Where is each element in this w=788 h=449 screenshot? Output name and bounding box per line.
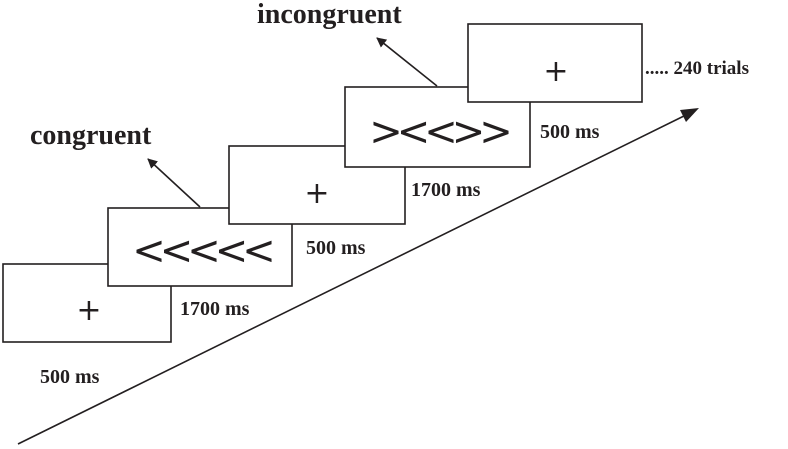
time-axis-arrowhead (680, 108, 699, 122)
congruent-pointer-arrow (147, 158, 201, 208)
incongruent-pointer-arrow (376, 37, 438, 87)
frame-3-duration: 500 ms (306, 237, 366, 259)
frame-5-stimulus: + (543, 54, 568, 89)
frame-1-stimulus: + (76, 293, 101, 328)
frame-4-duration: 1700 ms (411, 179, 481, 201)
frame-4-stimulus: ><<>> (369, 109, 509, 155)
frame-1-duration: 500 ms (40, 366, 100, 388)
frame-2-stimulus: <<<<< (132, 228, 272, 274)
incongruent-label: incongruent (257, 0, 402, 30)
congruent-label: congruent (30, 120, 152, 151)
frame-5-fixation (467, 23, 643, 103)
trials-note: ..... 240 trials (645, 58, 749, 79)
time-axis-line (17, 113, 689, 445)
frame-3-stimulus: + (304, 176, 329, 211)
frame-2-duration: 1700 ms (180, 298, 250, 320)
frame-5-duration: 500 ms (540, 121, 600, 143)
